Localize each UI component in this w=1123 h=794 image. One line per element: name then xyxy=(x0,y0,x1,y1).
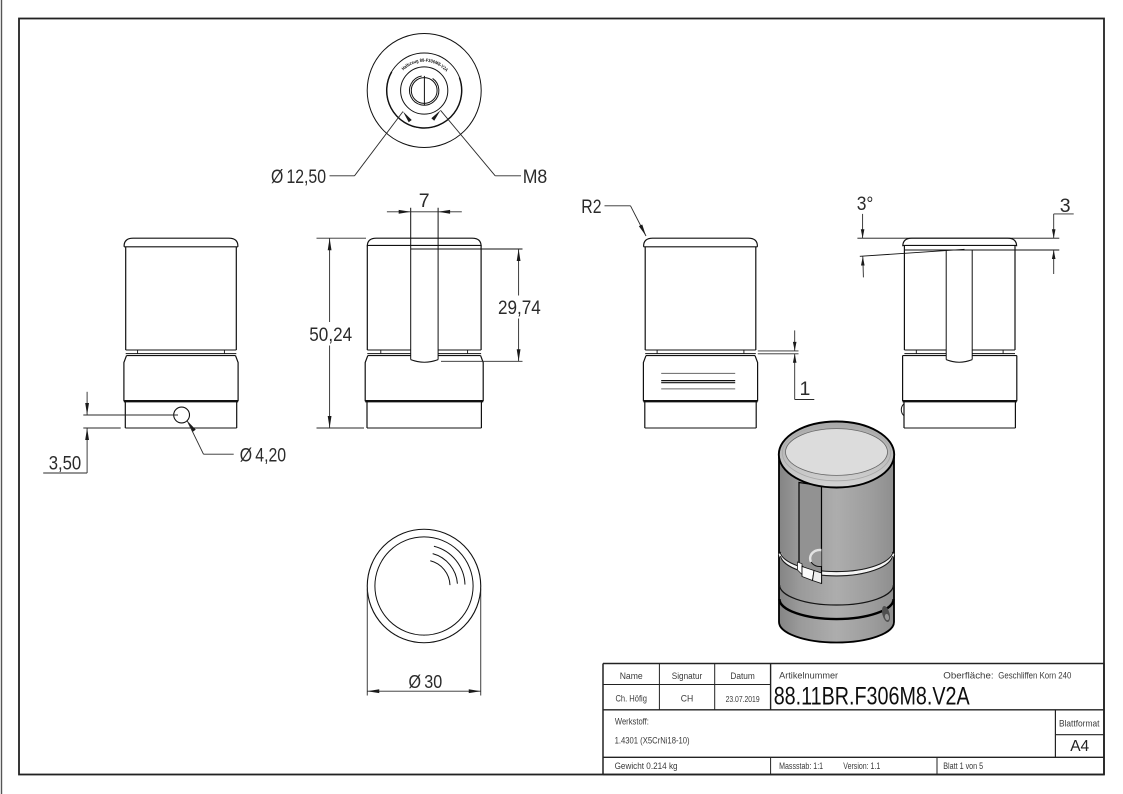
svg-text:Name: Name xyxy=(620,671,643,681)
svg-text:Signatur: Signatur xyxy=(672,671,703,681)
svg-text:Gewicht 0.214 kg: Gewicht 0.214 kg xyxy=(615,761,678,771)
svg-text:88.11BR.F306M8.V2A: 88.11BR.F306M8.V2A xyxy=(774,683,970,711)
svg-text:50,24: 50,24 xyxy=(309,324,352,346)
svg-text:3°: 3° xyxy=(857,193,874,215)
svg-text:Datum: Datum xyxy=(730,671,755,681)
svg-text:A4: A4 xyxy=(1070,738,1089,755)
svg-text:Artikelnummer: Artikelnummer xyxy=(779,671,838,681)
svg-text:CH: CH xyxy=(681,694,694,704)
svg-text:Blatt 1 von 5: Blatt 1 von 5 xyxy=(943,761,983,771)
svg-text:1.4301 (X5CrNi18-10): 1.4301 (X5CrNi18-10) xyxy=(615,735,690,745)
svg-text:1: 1 xyxy=(800,378,811,400)
svg-text:23.07.2019: 23.07.2019 xyxy=(726,694,760,704)
svg-text:R2: R2 xyxy=(581,196,601,218)
svg-text:29,74: 29,74 xyxy=(498,297,541,319)
svg-text:Version: 1.1: Version: 1.1 xyxy=(843,761,880,771)
svg-text:Werkstoff:: Werkstoff: xyxy=(615,716,649,726)
svg-text:Ch. Höfig: Ch. Höfig xyxy=(615,694,647,704)
svg-text:M8: M8 xyxy=(523,166,548,188)
svg-text:Blattformat: Blattformat xyxy=(1059,719,1100,729)
svg-text:3: 3 xyxy=(1060,195,1071,217)
svg-text:Ø 12,50: Ø 12,50 xyxy=(271,166,326,188)
svg-text:Ø 4,20: Ø 4,20 xyxy=(240,445,286,467)
svg-text:Ø 30: Ø 30 xyxy=(409,672,443,692)
svg-text:Geschliffen Korn 240: Geschliffen Korn 240 xyxy=(998,671,1071,681)
svg-text:Oberfläche:: Oberfläche: xyxy=(943,671,993,681)
svg-text:7: 7 xyxy=(419,190,430,212)
svg-text:Massstab: 1:1: Massstab: 1:1 xyxy=(779,761,823,771)
svg-text:3,50: 3,50 xyxy=(49,453,82,475)
